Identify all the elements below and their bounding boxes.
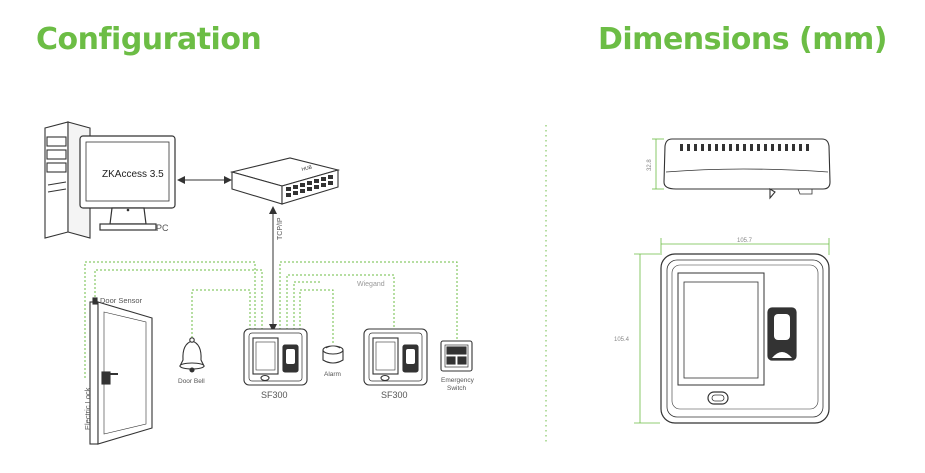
sf300-device-1-icon bbox=[243, 328, 308, 386]
width-dimension-line bbox=[660, 238, 830, 255]
switch-brand: HUB bbox=[301, 164, 313, 173]
width-value: 105.7 bbox=[737, 238, 753, 244]
alarm-icon bbox=[322, 345, 344, 364]
pc-screen-text: ZKAccess 3.5 bbox=[102, 169, 164, 180]
emergency-label-line1: Emergency bbox=[441, 377, 475, 384]
device-side-view bbox=[663, 138, 831, 200]
wiegand-label: Wiegand bbox=[357, 281, 385, 288]
depth-dimension-line bbox=[652, 138, 664, 190]
pc-label: PC bbox=[156, 223, 169, 233]
dimensions-heading: Dimensions (mm) bbox=[598, 22, 888, 57]
network-switch-icon bbox=[229, 157, 341, 205]
emergency-label-line2: Switch bbox=[447, 385, 467, 392]
sf300-device-2-label: SF300 bbox=[381, 390, 408, 400]
height-value: 105.4 bbox=[614, 337, 630, 343]
sf300-device-1-label: SF300 bbox=[261, 390, 288, 400]
device-front-view bbox=[660, 253, 830, 424]
door-bell-label: Door Bell bbox=[178, 378, 205, 385]
alarm-label: Alarm bbox=[324, 371, 341, 378]
depth-value: 32.8 bbox=[647, 159, 653, 171]
emergency-switch-icon bbox=[440, 340, 473, 372]
door-bell-icon bbox=[179, 337, 205, 373]
tcpip-label: TCP/IP bbox=[277, 217, 284, 240]
door-sensor-label: Door Sensor bbox=[100, 296, 143, 305]
height-dimension-line bbox=[634, 253, 660, 424]
side-view-vents bbox=[680, 144, 809, 151]
pc-monitor-icon bbox=[79, 135, 176, 231]
sf300-device-2-icon bbox=[363, 328, 428, 386]
door-icon bbox=[89, 297, 153, 445]
configuration-heading: Configuration bbox=[36, 22, 262, 57]
electric-lock-label: Electric Lock bbox=[83, 387, 92, 430]
wiring-lines bbox=[84, 261, 458, 378]
